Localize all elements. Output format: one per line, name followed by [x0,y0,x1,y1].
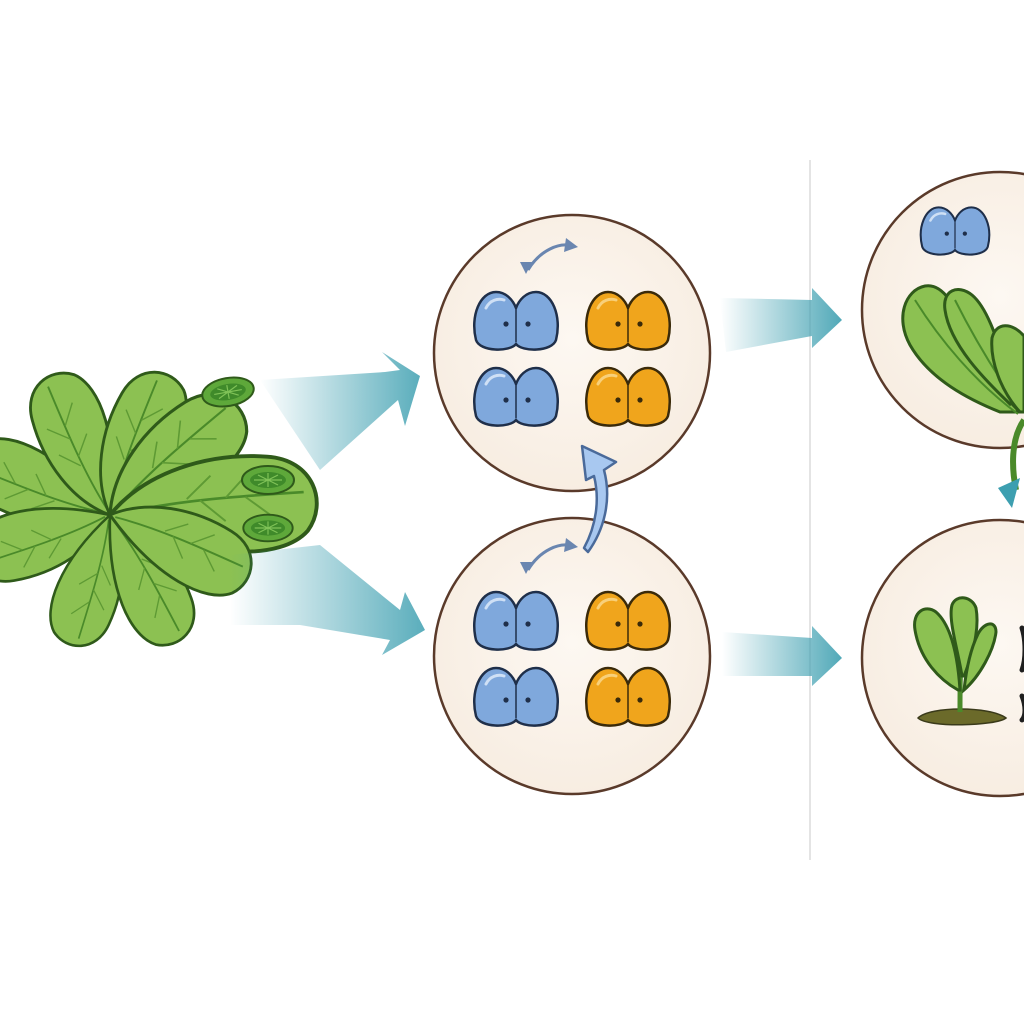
leafy-plant-icon [901,284,1024,508]
arrow-to-result-bottom-icon [722,626,842,686]
result-bottom [860,518,1024,798]
sprout-icon [913,596,1024,726]
swap-arrow-icon [520,538,578,574]
cell-bottom [432,516,712,796]
gemma-cup-icon [242,513,294,543]
swap-arrow-icon [520,238,578,274]
cell-top [432,213,712,493]
result-top [860,170,1024,508]
arrow-to-result-top-icon [720,288,842,352]
curved-connector-arrow-icon [580,444,618,554]
arrow-to-top-cell-icon [260,352,420,470]
gemma-cup-icon [241,465,295,495]
arrow-to-bottom-cell-icon [230,545,425,655]
